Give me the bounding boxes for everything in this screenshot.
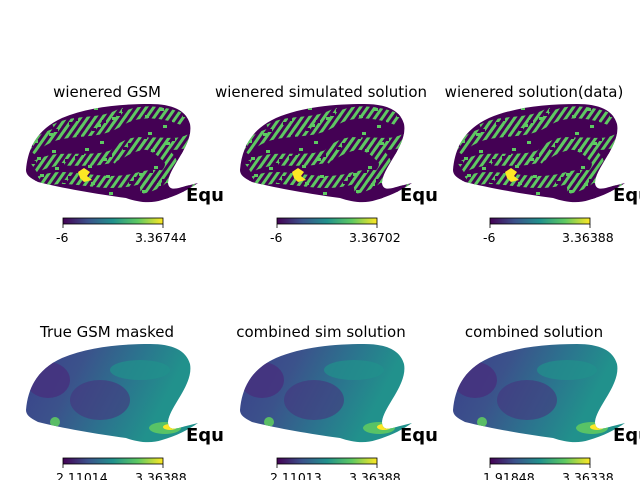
panel-title: wienered GSM [53, 83, 161, 101]
colorbar-min-label: 2.11014 [56, 470, 108, 480]
mollweide-map [240, 344, 412, 443]
mollweide-map [240, 104, 412, 203]
colorbar [276, 457, 378, 468]
coordinate-label: Equ [400, 185, 438, 206]
colorbar-min-label: 1.91848 [483, 470, 535, 480]
coordinate-label: Equ [186, 425, 224, 446]
colorbar [489, 457, 591, 468]
colorbar-min-label: -6 [483, 230, 496, 245]
colorbar-min-label: -6 [56, 230, 69, 245]
coordinate-label: Equ [186, 185, 224, 206]
mollweide-map [453, 344, 625, 443]
colorbar-max-label: 3.36388 [349, 470, 401, 480]
panel-title: combined sim solution [236, 323, 406, 341]
colorbar-max-label: 3.36388 [562, 230, 614, 245]
panel-title: True GSM masked [39, 323, 174, 341]
coordinate-label: Equ [400, 425, 438, 446]
colorbar [62, 217, 164, 228]
panel-title: combined solution [464, 323, 604, 341]
colorbar-max-label: 3.36388 [135, 470, 187, 480]
coordinate-label: Equ [613, 425, 640, 446]
panel-clip-2: wienered solution(data) Equ -6 3.36388 [427, 0, 640, 480]
colorbar-min-label: 2.11013 [270, 470, 322, 480]
colorbar-max-label: 3.36702 [349, 230, 401, 245]
colorbar-max-label: 3.36744 [135, 230, 187, 245]
colorbar [489, 217, 591, 228]
colorbar-min-label: -6 [270, 230, 283, 245]
colorbar [62, 457, 164, 468]
panel-clip-0: wienered GSM Equ -6 3.36744 [0, 0, 226, 480]
mollweide-map [26, 344, 198, 443]
panel-title: wienered solution(data) [444, 83, 624, 101]
colorbar-max-label: 3.36338 [562, 470, 614, 480]
colorbar [276, 217, 378, 228]
mollweide-map [26, 104, 198, 203]
mollweide-map [453, 104, 625, 203]
panel-title: wienered simulated solution [214, 83, 427, 101]
coordinate-label: Equ [613, 185, 640, 206]
